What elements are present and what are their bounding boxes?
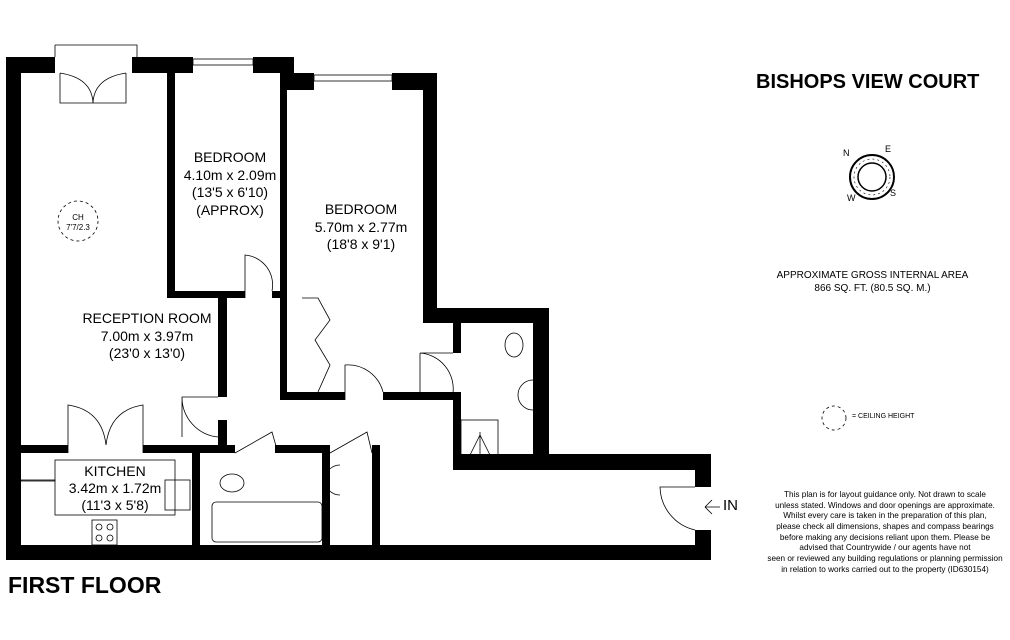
room-name: KITCHEN (84, 463, 146, 479)
disclaimer-line: This plan is for layout guidance only. N… (784, 490, 986, 499)
disclaimer-line: please check all dimensions, shapes and … (776, 521, 994, 531)
room-note: (APPROX) (196, 201, 264, 218)
room-name: BEDROOM (324, 201, 398, 217)
disclaimer-line: seen or reviewed any building regulation… (767, 553, 1003, 563)
disclaimer-line: in relation to works carried out to the … (781, 564, 989, 574)
bathtub (211, 501, 323, 543)
fixtures (20, 200, 847, 546)
ceiling-height-marker (57, 200, 99, 242)
room-name: BEDROOM (193, 149, 267, 165)
disclaimer-line: advised that Countrywide / our agents ha… (799, 543, 971, 553)
floor-label: FIRST FLOOR (8, 572, 162, 598)
compass-n: N (843, 148, 850, 158)
ceiling-height-label: CH 7'7/2.3 (58, 213, 98, 234)
room-imperial: (11'3 x 5'8) (81, 496, 149, 513)
area-line-1: APPROXIMATE GROSS INTERNAL AREA (776, 270, 969, 281)
disclaimer-line: unless stated. Windows and door openings… (775, 500, 995, 510)
hob (91, 519, 118, 546)
compass-s: S (890, 188, 897, 198)
compass-w: W (847, 193, 856, 203)
property-name: BISHOPS VIEW COURT (756, 71, 980, 93)
room-metric: 4.10m x 2.09m (183, 166, 277, 183)
walls (6, 57, 711, 560)
ceiling-height-legend-icon (821, 405, 847, 431)
gross-area: APPROXIMATE GROSS INTERNAL AREA 866 SQ. … (760, 270, 985, 295)
room-kitchen: KITCHEN 3.42m x 1.72m (11'3 x 5'8) (60, 463, 170, 513)
shower (460, 419, 499, 463)
ceiling-height-legend: = CEILING HEIGHT (852, 413, 915, 420)
kitchen-sink (164, 479, 191, 511)
compass-e: E (885, 144, 892, 154)
disclaimer-line: before making any decisions reliant upon… (779, 532, 991, 542)
entrance-arrow-icon (704, 499, 720, 515)
room-bedroom-2: BEDROOM 5.70m x 2.77m (18'8 x 9'1) (306, 201, 416, 254)
disclaimer-line: Whilst every care is taken in the prepar… (783, 511, 987, 521)
room-bedroom-1: BEDROOM 4.10m x 2.09m (13'5 x 6'10) (APP… (180, 149, 280, 219)
room-metric: 5.70m x 2.77m (314, 218, 408, 235)
disclaimer: This plan is for layout guidance only. N… (755, 490, 1010, 575)
ceiling-value: 7'7/2.3 (66, 223, 90, 233)
room-imperial: (18'8 x 9'1) (326, 236, 396, 252)
room-name: RECEPTION ROOM (82, 310, 212, 326)
room-imperial: (23'0 x 13'0) (108, 345, 186, 361)
room-reception: RECEPTION ROOM 7.00m x 3.97m (23'0 x 13'… (52, 310, 242, 363)
ceiling-label: CH (72, 213, 84, 222)
compass-icon (849, 154, 895, 200)
area-line-2: 866 SQ. FT. (80.5 SQ. M.) (814, 282, 931, 294)
room-metric: 7.00m x 3.97m (100, 327, 194, 344)
room-imperial: (13'5 x 6'10) (191, 184, 269, 200)
entrance-label: IN (723, 497, 738, 514)
toilet (219, 473, 245, 493)
ensuite-toilet (504, 332, 524, 358)
windows-doors (54, 44, 696, 531)
room-metric: 3.42m x 1.72m (68, 479, 162, 496)
